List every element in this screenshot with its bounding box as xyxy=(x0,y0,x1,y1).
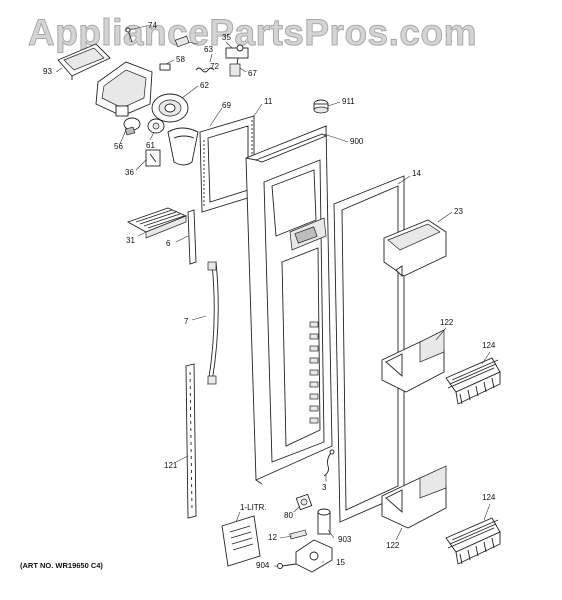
label-part-14: 14 xyxy=(412,169,421,178)
label-part-122-upper: 122 xyxy=(440,318,454,327)
label-part-23: 23 xyxy=(454,207,463,216)
part-69-dispenser-frame xyxy=(199,115,255,213)
label-part-67: 67 xyxy=(248,69,257,78)
label-part-6: 6 xyxy=(166,239,171,248)
part-80-plug xyxy=(295,493,313,511)
label-part-911: 911 xyxy=(342,97,355,106)
label-part-124-lower: 124 xyxy=(482,493,496,502)
label-part-3: 3 xyxy=(322,483,327,492)
label-part-31: 31 xyxy=(126,236,135,245)
part-58-switch xyxy=(159,35,190,71)
part-61-socket xyxy=(147,118,165,134)
label-part-63: 63 xyxy=(204,45,213,54)
label-part-69: 69 xyxy=(222,101,231,110)
part-dispenser-housing xyxy=(95,61,153,117)
part-6-trim-strip xyxy=(187,209,197,265)
label-part-74: 74 xyxy=(148,21,157,30)
label-part-58: 58 xyxy=(176,55,185,64)
label-part-122-lower: 122 xyxy=(386,541,400,550)
part-72-spring xyxy=(195,67,215,73)
label-part-61: 61 xyxy=(146,141,155,150)
part-ice-chute xyxy=(167,127,199,166)
label-part-11: 11 xyxy=(264,97,273,106)
part-124-wire-basket-upper xyxy=(445,357,501,405)
label-part-93: 93 xyxy=(43,67,52,76)
label-part-35: 35 xyxy=(222,33,231,42)
leader-lines xyxy=(55,25,491,567)
part-121-handle-trim xyxy=(185,363,197,519)
part-56-light-bulb xyxy=(123,117,141,136)
part-12-clip xyxy=(289,529,307,540)
part-62-auger-motor xyxy=(151,93,189,123)
label-part-900: 900 xyxy=(350,137,364,146)
label-part-904: 904 xyxy=(256,561,270,570)
part-124-wire-basket-lower xyxy=(445,517,501,565)
part-14-door-gasket xyxy=(333,175,405,523)
part-1-litr-manual xyxy=(221,515,261,567)
art-number: (ART NO. WR19650 C4) xyxy=(20,561,103,570)
part-23-door-bin xyxy=(383,219,447,278)
label-part-15: 15 xyxy=(336,558,345,567)
part-36-bracket xyxy=(145,149,161,167)
part-903-tube xyxy=(317,508,331,535)
label-part-1-litr: 1-LITR. xyxy=(240,503,267,512)
part-74-screw xyxy=(125,27,133,43)
part-93-control-panel xyxy=(57,43,111,80)
label-part-121: 121 xyxy=(164,461,178,470)
part-3-wire-harness xyxy=(323,449,335,477)
label-part-124-upper: 124 xyxy=(482,341,496,350)
door-shelf-clips xyxy=(309,321,319,424)
part-15-hinge xyxy=(295,539,333,573)
watermark: AppliancePartsPros.com xyxy=(28,12,477,54)
part-911-cap xyxy=(313,99,329,114)
part-7-door-handle xyxy=(207,261,219,385)
label-part-62: 62 xyxy=(200,81,209,90)
part-122-door-shelf-lower xyxy=(381,465,447,529)
part-900-freezer-door xyxy=(245,125,333,485)
label-part-56: 56 xyxy=(114,142,123,151)
label-part-903: 903 xyxy=(338,535,352,544)
part-904-screw xyxy=(277,563,297,569)
label-part-12: 12 xyxy=(268,533,277,542)
label-part-36: 36 xyxy=(125,168,134,177)
part-35-solenoid xyxy=(225,44,249,77)
part-31-drip-tray xyxy=(126,207,188,239)
label-part-72: 72 xyxy=(210,62,219,71)
label-part-80: 80 xyxy=(284,511,293,520)
label-part-7: 7 xyxy=(184,317,189,326)
